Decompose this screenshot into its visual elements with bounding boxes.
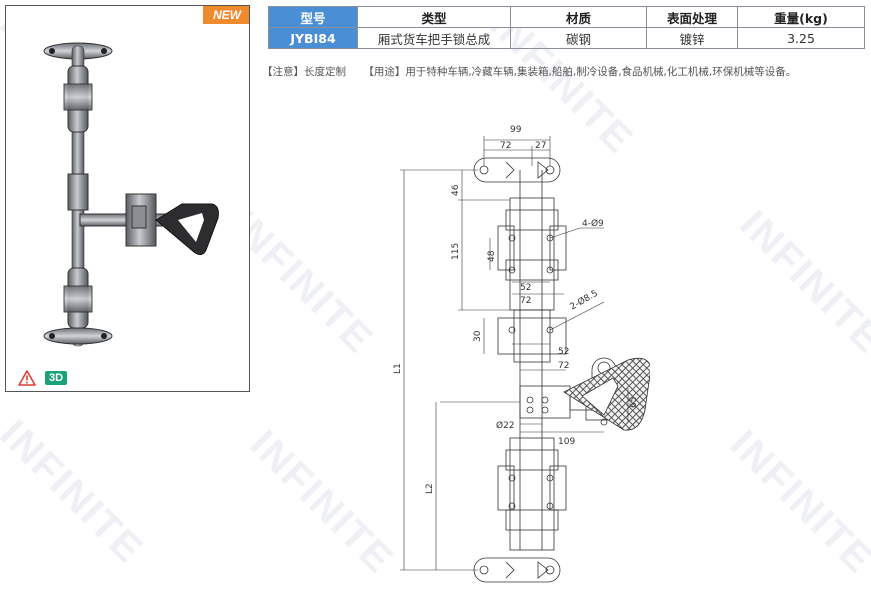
- dim-72-lower: 72: [558, 361, 569, 371]
- dim-99: 99: [510, 125, 522, 135]
- dim-72-mid: 72: [520, 296, 531, 306]
- technical-drawing: 99 72 27 46 115 48 4-Ø9 52 72 30 2-Ø8.5 …: [393, 125, 650, 583]
- dim-L1: L1: [393, 363, 403, 374]
- cell-model: JYBI84: [268, 27, 358, 49]
- dim-72-top: 72: [500, 141, 511, 151]
- cell-surface: 镀锌: [646, 27, 738, 49]
- dim-dia22: Ø22: [496, 420, 515, 431]
- dim-2-holes: 2-Ø8.5: [568, 288, 600, 313]
- header-surface: 表面处理: [646, 6, 738, 28]
- dim-52-lower: 52: [558, 347, 569, 357]
- dim-4-holes: 4-Ø9: [582, 218, 604, 229]
- dim-46: 46: [451, 184, 461, 196]
- watermark: INFINITE: [721, 422, 871, 583]
- header-type: 类型: [357, 6, 511, 28]
- warning-icon[interactable]: [18, 370, 36, 386]
- dim-27: 27: [535, 141, 546, 151]
- watermark: INFINITE: [731, 202, 871, 363]
- usage-note: 【用途】用于特种车辆,冷藏车辆,集装箱,船舶,制冷设备,食品机械,化工机械,环保…: [363, 66, 797, 78]
- spec-table: 型号 类型 材质 表面处理 重量(kg) JYBI84 厢式货车把手锁总成 碳钢…: [268, 6, 865, 49]
- table-row: JYBI84 厢式货车把手锁总成 碳钢 镀锌 3.25: [268, 27, 865, 49]
- dim-L2: L2: [425, 483, 435, 494]
- new-badge: NEW: [203, 6, 249, 24]
- cell-type: 厢式货车把手锁总成: [357, 27, 511, 49]
- header-weight: 重量(kg): [737, 6, 865, 28]
- dim-48: 48: [487, 250, 497, 262]
- dim-30: 30: [473, 330, 483, 342]
- product-image-panel: NEW 3: [5, 5, 250, 392]
- watermark: INFINITE: [0, 412, 152, 573]
- dim-115: 115: [451, 243, 461, 260]
- caution-note: 【注意】长度定制: [262, 66, 346, 78]
- dim-109: 109: [558, 437, 575, 447]
- 3d-view-button[interactable]: 3D: [45, 371, 68, 385]
- table-header-row: 型号 类型 材质 表面处理 重量(kg): [268, 6, 865, 28]
- cell-weight: 3.25: [737, 27, 865, 49]
- header-material: 材质: [510, 6, 647, 28]
- note-line: 【注意】长度定制 【用途】用于特种车辆,冷藏车辆,集装箱,船舶,制冷设备,食品机…: [262, 64, 810, 79]
- header-model: 型号: [268, 6, 358, 28]
- watermark: INFINITE: [241, 422, 402, 583]
- cell-material: 碳钢: [510, 27, 647, 49]
- dim-52-upper: 52: [520, 283, 531, 293]
- dim-65: 65: [629, 397, 639, 408]
- product-photo: [43, 42, 219, 347]
